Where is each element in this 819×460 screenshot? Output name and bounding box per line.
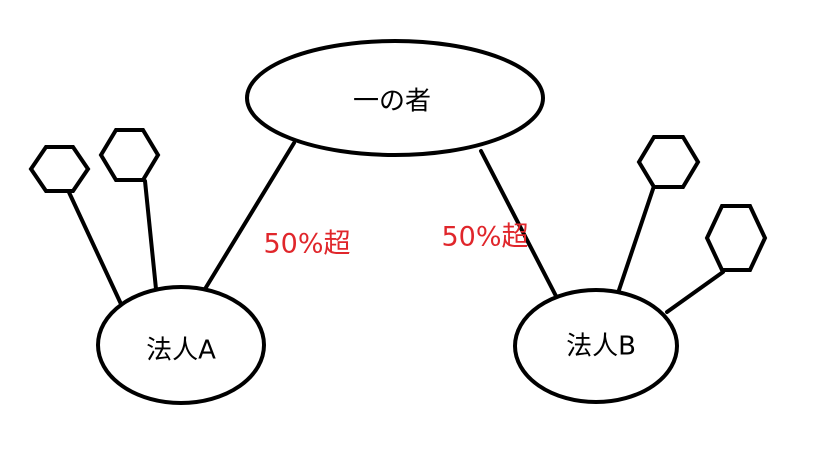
top-person-node: [245, 39, 545, 157]
edge-hex-2-to-corp-a: [143, 179, 158, 291]
ownership-ratio-a-label: 50%超: [263, 229, 350, 260]
corp-a-node: [96, 285, 266, 405]
hexagon-node-3: [636, 135, 701, 189]
corp-a-label: 法人A: [146, 336, 216, 366]
hexagon-node-2: [98, 128, 161, 182]
edge-hex-4-to-corp-b: [665, 270, 725, 314]
edge-top-to-corp-b: [479, 149, 559, 300]
edge-hex-1-to-corp-a: [65, 186, 123, 306]
edge-top-to-corp-a: [203, 141, 296, 291]
edge-hex-3-to-corp-b: [615, 184, 656, 298]
corp-b-label: 法人B: [566, 332, 636, 362]
top-person-label: 一の者: [353, 87, 431, 117]
hexagon-node-1: [28, 145, 91, 193]
corp-b-node: [513, 288, 679, 404]
ownership-ratio-b-label: 50%超: [441, 222, 528, 253]
hexagon-node-4: [704, 204, 768, 272]
